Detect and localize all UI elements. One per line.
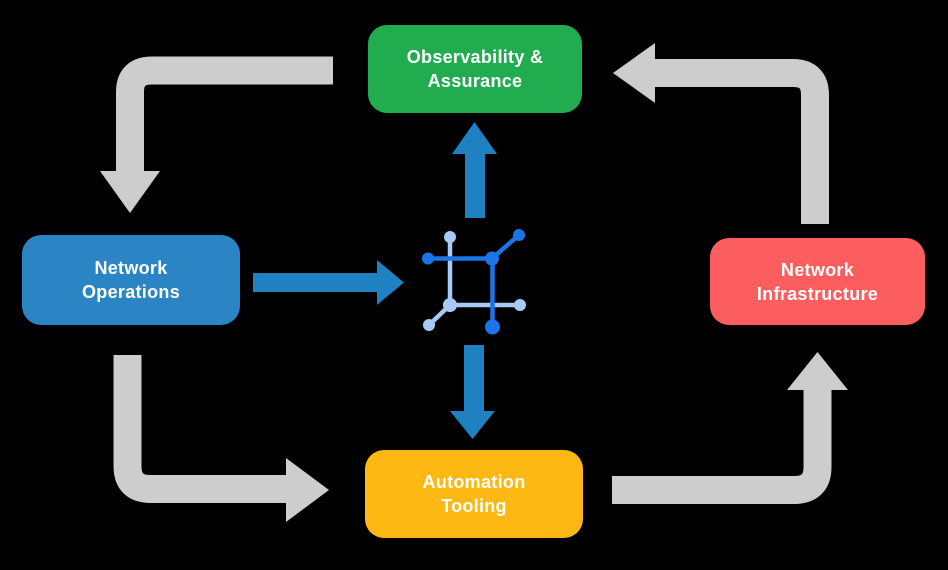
arrow-center-to-automation <box>450 345 495 439</box>
arrow-infrastructure-to-observability <box>613 43 829 224</box>
node-observability-assurance: Observability & Assurance <box>368 25 582 113</box>
arrow-center-to-observability <box>452 122 497 218</box>
node-network-infrastructure: Network Infrastructure <box>710 238 925 325</box>
node-automation-tooling: Automation Tooling <box>365 450 583 538</box>
arrow-observability-to-operations <box>100 56 333 213</box>
node-automation-label: Automation Tooling <box>422 472 526 516</box>
network-mesh-icon <box>422 229 526 335</box>
node-operations-label: Network Operations <box>81 258 181 302</box>
arrow-automation-to-infrastructure <box>612 352 848 504</box>
arrow-operations-to-center <box>253 260 404 305</box>
node-network-operations: Network Operations <box>22 235 240 325</box>
network-mesh-icon-dark-layer <box>422 229 525 335</box>
node-observability-label: Observability & Assurance <box>406 47 544 91</box>
arrow-operations-to-automation <box>113 355 329 522</box>
node-infrastructure-label: Network Infrastructure <box>756 259 879 304</box>
network-mesh-icon-light-layer <box>423 231 526 331</box>
